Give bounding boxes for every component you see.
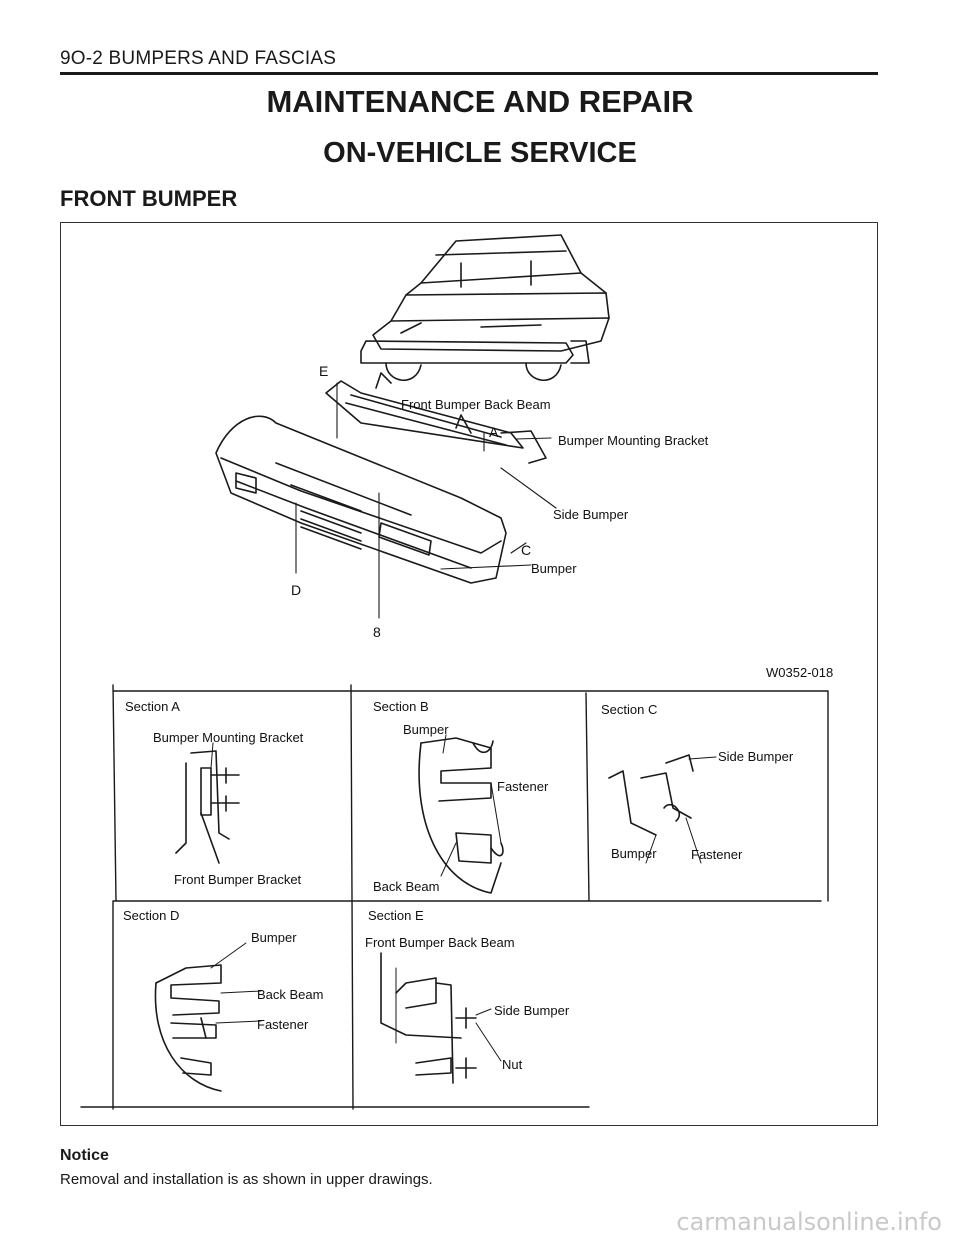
section-heading: FRONT BUMPER bbox=[60, 186, 238, 211]
section-d-drawing bbox=[154, 964, 222, 1092]
section-a-label-1: Bumper Mounting Bracket bbox=[153, 730, 304, 745]
callout-leaders bbox=[295, 382, 557, 619]
section-d-label-2: Back Beam bbox=[257, 987, 323, 1002]
section-a-drawing bbox=[175, 750, 240, 864]
callout-a: A bbox=[489, 424, 499, 440]
section-b-drawing bbox=[418, 737, 504, 894]
section-a-label-2: Front Bumper Bracket bbox=[174, 872, 302, 887]
section-c-drawing bbox=[608, 754, 694, 836]
page-title: MAINTENANCE AND REPAIR bbox=[266, 84, 694, 119]
back-beam-drawing bbox=[325, 372, 547, 464]
running-header: 9O-2 BUMPERS AND FASCIAS bbox=[60, 48, 337, 69]
section-d-label-1: Bumper bbox=[251, 930, 297, 945]
section-e-drawing bbox=[380, 952, 477, 1084]
section-d-label-3: Fastener bbox=[257, 1017, 309, 1032]
section-b-label-3: Back Beam bbox=[373, 879, 439, 894]
section-c-label-1: Side Bumper bbox=[718, 749, 794, 764]
notice-body: Removal and installation is as shown in … bbox=[60, 1171, 433, 1188]
notice-title: Notice bbox=[60, 1147, 109, 1164]
section-b-label-1: Bumper bbox=[403, 722, 449, 737]
exploded-view-drawing: E Front Bumper Back Beam A Bumper Mounti… bbox=[80, 234, 833, 1110]
section-leaders bbox=[210, 734, 717, 1062]
callout-b: 8 bbox=[373, 624, 381, 640]
section-b-label-2: Fastener bbox=[497, 779, 549, 794]
section-b-title: Section B bbox=[373, 699, 429, 714]
section-e-label-2: Side Bumper bbox=[494, 1003, 570, 1018]
callout-d: D bbox=[291, 582, 301, 598]
page-subtitle: ON-VEHICLE SERVICE bbox=[323, 137, 637, 169]
header-rule bbox=[60, 72, 878, 75]
section-a-title: Section A bbox=[125, 699, 180, 714]
section-e-title: Section E bbox=[368, 908, 424, 923]
section-e-label-1: Front Bumper Back Beam bbox=[365, 935, 515, 950]
watermark: carmanualsonline.info bbox=[676, 1208, 942, 1236]
section-c-title: Section C bbox=[601, 702, 657, 717]
callout-c: C bbox=[521, 542, 531, 558]
label-bumper: Bumper bbox=[531, 561, 577, 576]
section-c-label-2: Bumper bbox=[611, 846, 657, 861]
front-bumper-figure: E Front Bumper Back Beam A Bumper Mounti… bbox=[60, 222, 878, 1126]
section-d-title: Section D bbox=[123, 908, 179, 923]
callout-e: E bbox=[319, 363, 328, 379]
label-front-bumper-back-beam: Front Bumper Back Beam bbox=[401, 397, 551, 412]
bumper-cover-drawing bbox=[215, 415, 507, 584]
section-c-label-3: Fastener bbox=[691, 847, 743, 862]
figure-code: W0352-018 bbox=[766, 665, 833, 680]
section-e-label-3: Nut bbox=[502, 1057, 523, 1072]
section-grid bbox=[80, 684, 829, 1110]
label-bumper-mounting-bracket: Bumper Mounting Bracket bbox=[558, 433, 709, 448]
vehicle-drawing bbox=[360, 234, 610, 382]
label-side-bumper: Side Bumper bbox=[553, 507, 629, 522]
